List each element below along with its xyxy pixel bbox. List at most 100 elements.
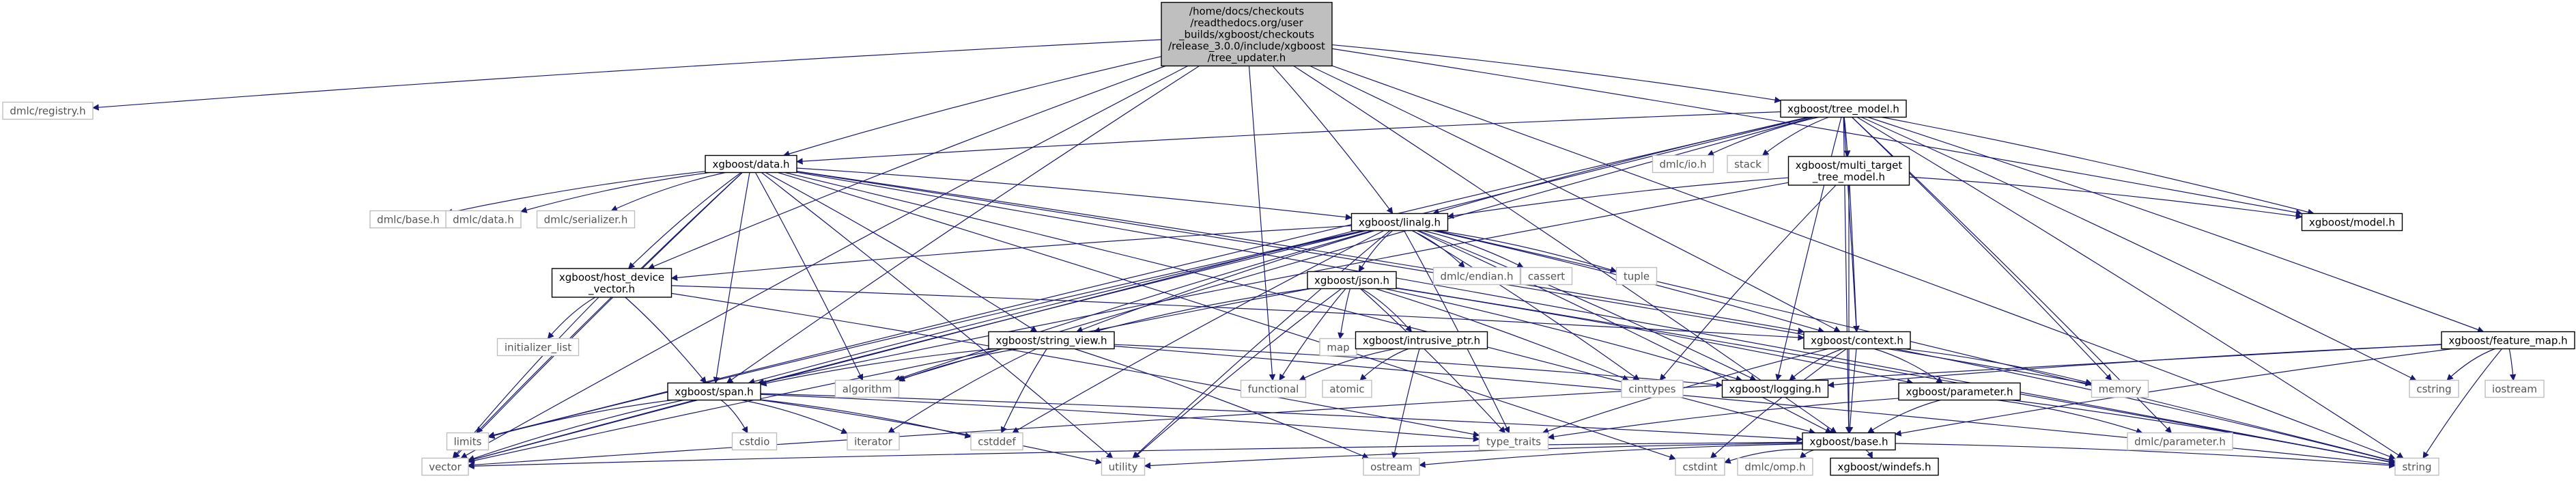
edge-data-to-vector — [453, 172, 743, 459]
node-label: cstddef — [978, 436, 1016, 448]
edge-linalg-to-cinttypes — [1412, 230, 1640, 381]
node-model[interactable]: xgboost/model.h — [2301, 212, 2403, 232]
node-context[interactable]: xgboost/context.h — [1803, 331, 1911, 350]
node-label: xgboost/feature_map.h — [2448, 335, 2567, 348]
edge-root-to-dmlc-registry — [92, 39, 1162, 111]
node-box — [1803, 331, 1911, 350]
node-label: xgboost/model.h — [2309, 217, 2395, 229]
node-logging[interactable]: xgboost/logging.h — [1721, 379, 1829, 398]
node-box — [731, 432, 778, 451]
node-box — [536, 210, 636, 229]
node-json[interactable]: xgboost/json.h — [1307, 271, 1397, 290]
node-label: cassert — [1528, 271, 1565, 283]
edge-root-to-model — [1331, 48, 2303, 216]
node-label: xgboost/logging.h — [1729, 383, 1822, 396]
node-box — [1802, 432, 1896, 451]
node-box — [496, 338, 580, 357]
node-type-traits: type_traits — [1478, 432, 1549, 451]
edge-linalg-to-host-device-vector — [670, 225, 1352, 282]
node-label: string — [2402, 461, 2431, 474]
node-tree-model[interactable]: xgboost/tree_model.h — [1780, 99, 1907, 118]
edge-data-to-cstdint — [778, 171, 1676, 461]
node-stack: stack — [1727, 154, 1769, 174]
node-box — [1322, 379, 1372, 398]
edge-base-to-cstdint — [1724, 448, 1803, 464]
node-label: memory — [2099, 383, 2142, 396]
edge-tree-model-to-data — [796, 111, 1781, 165]
node-box — [1737, 457, 1813, 476]
node-parameter[interactable]: xgboost/parameter.h — [1898, 382, 2021, 401]
edge-linalg-to-string-view — [1075, 230, 1375, 333]
node-intrusive-ptr[interactable]: xgboost/intrusive_ptr.h — [1355, 331, 1488, 350]
edge-linalg-to-cstddef — [1012, 230, 1385, 434]
node-multi-target[interactable]: xgboost/multi_target_tree_model.h — [1787, 156, 1910, 186]
node-cstddef: cstddef — [970, 432, 1023, 451]
edge-root-to-base — [1293, 65, 1837, 434]
node-root[interactable]: /home/docs/checkouts/readthedocs.org/use… — [1161, 1, 1333, 67]
node-label: map — [1327, 342, 1349, 354]
edge-span-to-limits — [487, 399, 673, 439]
edge-intrusive-ptr-to-functional — [1299, 348, 1396, 381]
node-label: _tree_model.h — [1812, 171, 1885, 184]
node-box — [2127, 432, 2233, 451]
node-label: dmlc/io.h — [1660, 159, 1707, 171]
node-dmlc-data: dmlc/data.h — [445, 210, 522, 229]
node-label: cinttypes — [1628, 383, 1675, 396]
edge-span-to-iterator — [741, 399, 848, 434]
edge-json-to-utility — [1133, 288, 1342, 459]
node-box — [1652, 154, 1714, 174]
edge-data-to-host-device-vector — [627, 172, 741, 269]
edge-base-to-utility — [1144, 442, 1803, 469]
edge-tree-model-to-feature-map — [1867, 116, 2485, 333]
node-box — [1101, 457, 1146, 476]
node-box — [446, 432, 490, 451]
node-feature-map[interactable]: xgboost/feature_map.h — [2441, 331, 2575, 350]
node-label: xgboost/host_device — [559, 271, 664, 284]
edge-root-to-host-device-vector — [647, 65, 1166, 270]
node-box — [1363, 457, 1420, 476]
edge-data-to-string-view — [765, 171, 1038, 333]
node-memory: memory — [2091, 379, 2149, 398]
node-linalg[interactable]: xgboost/linalg.h — [1350, 212, 1449, 232]
node-label: limits — [454, 436, 482, 448]
edge-root-to-tree-model — [1331, 44, 1781, 103]
edge-multi-target-to-cinttypes — [1659, 184, 1837, 381]
edge-tree-model-to-context — [1843, 117, 1860, 333]
node-base[interactable]: xgboost/base.h — [1802, 432, 1896, 451]
edge-context-to-string — [1895, 348, 2396, 464]
node-string-view[interactable]: xgboost/string_view.h — [988, 331, 1115, 350]
edge-linalg-to-tuple — [1436, 230, 1617, 273]
node-box — [2301, 212, 2403, 232]
node-box — [834, 379, 900, 398]
node-label: cstdint — [1682, 461, 1717, 474]
edge-string-view-to-algorithm — [898, 348, 1019, 382]
node-box — [1432, 266, 1521, 286]
edge-json-to-cinttypes — [1375, 288, 1630, 381]
node-label: algorithm — [843, 383, 892, 396]
node-box — [445, 210, 522, 229]
node-cstring: cstring — [2409, 379, 2459, 398]
node-label: cstring — [2416, 383, 2451, 396]
node-label: xgboost/base.h — [1809, 436, 1888, 448]
edge-linalg-to-base — [1417, 230, 1832, 434]
node-label: functional — [1248, 383, 1299, 396]
edge-tree-model-to-stack — [1761, 116, 1829, 156]
edge-string-view-to-cstddef — [1001, 348, 1047, 434]
node-label: cstdio — [739, 436, 770, 448]
edge-data-to-limits — [476, 172, 743, 434]
edge-linalg-to-vector — [468, 230, 1367, 463]
edge-tree-model-to-memory — [1851, 117, 2112, 381]
edge-string-view-to-ostream — [1074, 348, 1370, 459]
edge-linalg-to-span — [748, 230, 1365, 385]
node-label: type_traits — [1486, 436, 1541, 449]
node-data[interactable]: xgboost/data.h — [705, 154, 797, 174]
node-host-device-vector[interactable]: xgboost/host_device_vector.h — [551, 268, 673, 298]
edge-feature-map-to-iostream — [2508, 348, 2517, 381]
edge-root-to-string — [1331, 65, 2396, 460]
edge-base-to-vector — [468, 441, 1803, 469]
edge-data-to-dmlc-data — [520, 171, 710, 213]
edge-feature-map-to-string — [2422, 348, 2502, 459]
node-label: /readthedocs.org/user — [1190, 17, 1303, 29]
node-span[interactable]: xgboost/span.h — [667, 382, 761, 401]
node-windefs[interactable]: xgboost/windefs.h — [1830, 457, 1939, 476]
